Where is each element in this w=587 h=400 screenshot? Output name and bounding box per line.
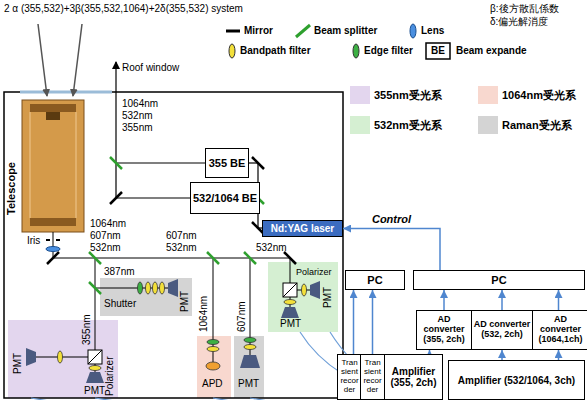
part-label: Roof window xyxy=(122,62,179,74)
part-label: APD xyxy=(202,378,223,390)
legend-samples xyxy=(226,24,450,59)
box-text: PC xyxy=(491,274,506,286)
device-box: AD converter (355, 2ch) xyxy=(416,310,472,350)
part-label: PMT xyxy=(280,318,301,330)
part-label: PMT xyxy=(84,385,105,397)
signal-arrow xyxy=(558,350,560,360)
photomultipliers xyxy=(26,279,320,383)
device-box: 532/1064 BE xyxy=(190,182,260,214)
incoming-light xyxy=(38,24,82,96)
legend-text: Bandpath filter xyxy=(240,45,311,57)
legend-text: 532nm受光系 xyxy=(374,119,442,132)
legend-swatch xyxy=(478,86,498,104)
detector-regions xyxy=(8,262,338,398)
part-label: 1064nm xyxy=(90,218,126,230)
legend-text: 1064nm受光系 xyxy=(502,89,576,102)
device-box: PC xyxy=(345,270,405,290)
box-text: 532/1064 BE xyxy=(193,192,257,204)
receive-beams xyxy=(36,232,310,372)
part-label: Polarizer xyxy=(104,357,116,396)
device-box: AD converter (532, 2ch) xyxy=(471,310,533,350)
legend-text: Beam splitter xyxy=(314,25,377,37)
part-label: 607nm xyxy=(166,230,197,242)
edge-label: Control xyxy=(370,213,413,225)
diagram-title: 2 α (355,532)+3β(355,532,1064)+2δ(355,53… xyxy=(4,3,243,15)
signal-arrow xyxy=(558,290,560,310)
telescope-body xyxy=(22,100,84,232)
telescope: Telescope xyxy=(4,100,20,232)
signal-arrow xyxy=(372,290,374,354)
signal-arrow xyxy=(501,290,503,310)
box-text: PC xyxy=(367,274,382,286)
part-label: Polarizer xyxy=(296,266,332,278)
device-box: Transient recorder xyxy=(360,354,385,400)
part-label: 532nm xyxy=(256,242,287,254)
box-text: 355 BE xyxy=(209,157,246,169)
part-label: Iris xyxy=(27,235,40,247)
legend-text: Lens xyxy=(421,25,444,37)
housing xyxy=(4,92,343,398)
legend-sample-text: BE xyxy=(431,45,445,57)
device-box: Amplifier (532/1064, 3ch) xyxy=(448,360,585,400)
part-label: 355nm xyxy=(122,122,153,134)
laser-box: Nd:YAG laser xyxy=(262,220,343,237)
part-label: 532nm xyxy=(122,110,153,122)
part-label: 1064nm xyxy=(198,296,210,332)
part-label: PMT xyxy=(12,353,24,374)
part-label: 387nm xyxy=(104,266,135,278)
legend-text: 355nm受光系 xyxy=(374,89,442,102)
legend-text: Raman受光系 xyxy=(502,119,572,132)
box-text: AD converter (1064,1ch) xyxy=(533,315,587,345)
box-text: AD converter (355, 2ch) xyxy=(417,315,471,345)
device-box: PC xyxy=(413,270,585,290)
device-box: Transient recorder xyxy=(337,354,362,400)
part-label: PMT xyxy=(238,378,259,390)
legend-swatch xyxy=(478,116,498,134)
device-box: 355 BE xyxy=(205,148,249,178)
box-text: Amplifier (355, 2ch) xyxy=(385,366,442,388)
part-label: δ:偏光解消度 xyxy=(490,16,548,28)
box-text: Amplifier (532/1064, 3ch) xyxy=(458,375,575,386)
legend-text: Edge filter xyxy=(364,45,413,57)
part-label: 607nm xyxy=(236,301,248,332)
part-label: Shutter xyxy=(104,298,136,310)
laser-beams xyxy=(116,62,262,228)
part-label: PMT xyxy=(322,287,334,308)
box-text: Nd:YAG laser xyxy=(271,223,335,234)
box-text: Telescope xyxy=(5,162,17,215)
box-text: Transient recorder xyxy=(340,359,359,394)
part-label: β:後方散乱係数 xyxy=(490,3,559,15)
legend-swatch xyxy=(350,116,370,134)
part-label: 355nm xyxy=(81,314,93,345)
part-label: 1064nm xyxy=(122,98,158,110)
device-box: AD converter (1064,1ch) xyxy=(532,310,587,350)
part-label: 532nm xyxy=(90,242,121,254)
part-label: 607nm xyxy=(90,230,121,242)
legend-swatch xyxy=(350,86,370,104)
box-text: AD converter (532, 2ch) xyxy=(472,320,532,340)
signal-arrow xyxy=(501,350,503,360)
filters xyxy=(58,282,307,371)
iris-and-lens xyxy=(46,240,60,252)
device-box: Amplifier (355, 2ch) xyxy=(384,354,443,400)
box-text: Transient recorder xyxy=(363,359,382,394)
polarizers xyxy=(88,283,297,364)
part-label: PMT xyxy=(179,291,191,312)
mirrors xyxy=(47,157,296,264)
legend-text: Beam expande xyxy=(456,45,527,57)
legend-text: Mirror xyxy=(244,25,273,37)
part-label: 532nm xyxy=(166,242,197,254)
signal-arrow xyxy=(443,290,445,310)
signal-arrow xyxy=(343,229,440,271)
signal-arrow xyxy=(353,290,355,354)
